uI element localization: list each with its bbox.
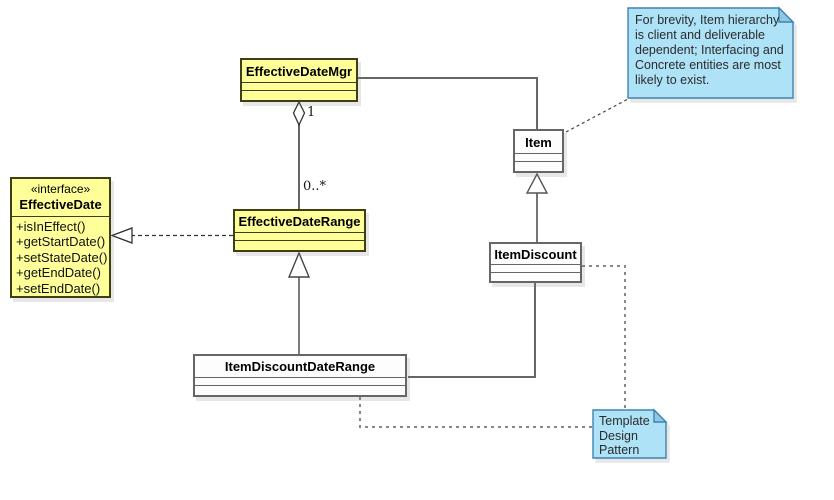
interface-effectivedate[interactable]: «interface» EffectiveDate +isInEffect() … — [10, 177, 111, 298]
methods-compartment: +isInEffect() +getStartDate() +setStateD… — [12, 217, 109, 298]
class-item[interactable]: Item — [513, 129, 564, 173]
methods-compartment — [515, 162, 562, 171]
realization-triangle-icon — [110, 227, 133, 244]
edge-itemdiscount-itemdiscountdaterange[interactable] — [408, 283, 536, 378]
edge-note-link-item[interactable] — [565, 98, 629, 133]
multiplicity-label-0-star: 0..* — [303, 179, 327, 194]
methods-compartment — [235, 241, 364, 249]
note-template-pattern-body[interactable] — [592, 409, 667, 459]
method-getstartdate: +getStartDate() — [16, 234, 106, 250]
class-effectivedaterange[interactable]: EffectiveDateRange — [233, 209, 366, 252]
attributes-compartment — [515, 154, 562, 162]
interface-name: EffectiveDate — [19, 197, 102, 212]
interface-stereotype: «interface» — [30, 182, 91, 196]
method-setenddate: +setEndDate() — [16, 280, 101, 296]
methods-compartment — [491, 273, 580, 281]
class-effectivedatemgr[interactable]: EffectiveDateMgr — [240, 58, 358, 102]
generalization-triangle-item-icon — [525, 172, 549, 194]
generalization-triangle-effectivedaterange-icon — [287, 251, 311, 278]
attributes-compartment — [242, 83, 356, 91]
note-item-hierarchy-body[interactable] — [627, 7, 794, 99]
method-isineffect: +isInEffect() — [16, 219, 86, 234]
class-title: Item — [515, 131, 562, 154]
edge-note-link-itemdiscount[interactable] — [582, 265, 626, 410]
edge-note-link-itemdiscountdaterange[interactable] — [359, 397, 593, 428]
attributes-compartment — [195, 378, 405, 386]
multiplicity-label-1: 1 — [307, 105, 316, 120]
methods-compartment — [195, 386, 405, 394]
class-itemdiscountdaterange[interactable]: ItemDiscountDateRange — [193, 354, 407, 397]
class-title: ItemDiscountDateRange — [195, 356, 405, 378]
note-template-pattern[interactable] — [592, 408, 668, 459]
class-title: ItemDiscount — [491, 244, 580, 265]
note-item-hierarchy-text: For brevity, Item hierarchy is client an… — [635, 13, 784, 87]
interface-header: «interface» EffectiveDate — [12, 179, 109, 217]
aggregation-diamond-icon — [292, 100, 306, 127]
method-getenddate: +getEndDate() — [16, 265, 101, 281]
note-item-hierarchy[interactable] — [627, 6, 795, 99]
method-setstatedate: +setStateDate() — [16, 249, 108, 265]
note-template-pattern-text: Template Design Pattern — [599, 414, 650, 457]
methods-compartment — [242, 91, 356, 100]
class-title: EffectiveDateMgr — [242, 60, 356, 83]
class-title: EffectiveDateRange — [235, 211, 364, 233]
attributes-compartment — [491, 265, 580, 273]
class-itemdiscount[interactable]: ItemDiscount — [489, 242, 582, 283]
note-fold-icon — [778, 6, 795, 23]
note-fold-icon — [653, 408, 668, 423]
edge-effectivedatemgr-item[interactable] — [358, 77, 538, 129]
attributes-compartment — [235, 233, 364, 241]
